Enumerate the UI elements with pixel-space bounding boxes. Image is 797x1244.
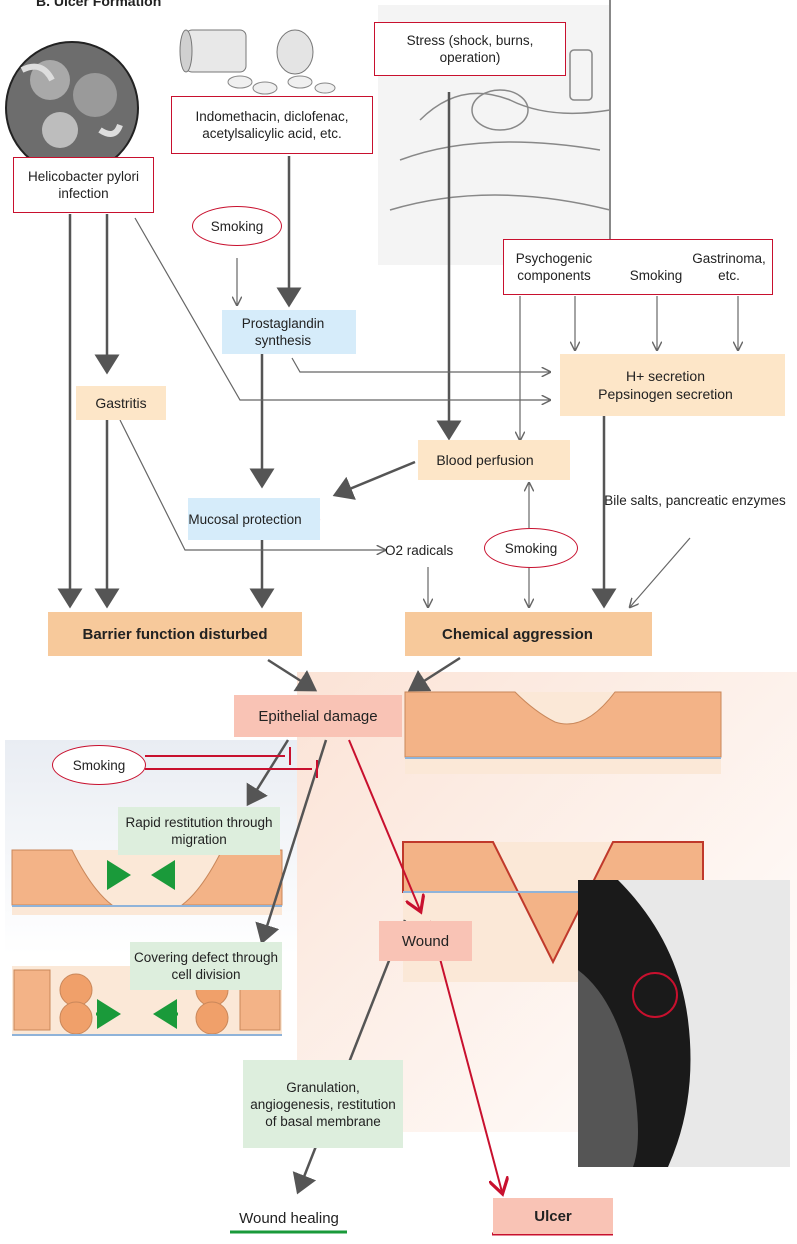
secretion-box: H+ secretion Pepsinogen secretion [560,354,785,416]
triggers-box [503,239,773,295]
smoking-oval-1: Smoking [192,206,282,246]
stress-box: Stress (shock, burns, operation) [374,22,566,76]
xray-image [578,880,790,1167]
prostaglandin-box: Prostaglandin synthesis [222,310,356,354]
blood-perfusion-box: Blood perfusion [418,440,570,480]
smoking-label-2: Smoking [629,268,683,283]
bile-label: Bile salts, pancreatic enzymes [604,493,786,508]
figure-title: B. Ulcer Formation [36,0,162,9]
o2-radicals-label: O2 radicals [385,543,454,558]
bacteria-micrograph [5,41,139,175]
helicobacter-box: Helicobacter pylori infection [13,157,154,213]
barrier-box: Barrier function disturbed [48,612,302,656]
nsaids-box: Indomethacin, diclofenac, acetylsalicyli… [171,96,373,154]
wound-healing-label: Wound healing [239,1210,339,1227]
granulation-box: Granulation, angiogenesis, restitution o… [243,1060,403,1148]
smoking-oval-3: Smoking [484,528,578,568]
pepsinogen-label: Pepsinogen secretion [598,386,733,402]
covering-defect-box: Covering defect through cell division [130,942,282,990]
restitution-box: Rapid restitution through migration [118,807,280,855]
psychogenic-label: Psychogenic components [515,251,593,283]
epithelial-damage-box: Epithelial damage [234,695,402,737]
gastritis-box: Gastritis [76,386,166,420]
gastrinoma-label: Gastrinoma, etc. [692,251,766,283]
pill-bottle [179,29,336,95]
h-secretion-label: H+ secretion [626,368,705,384]
mucosal-protection-box: Mucosal protection [188,498,320,540]
ulcer-box: Ulcer [493,1198,613,1234]
chemical-aggression-box: Chemical aggression [405,612,652,656]
wound-box: Wound [379,921,472,961]
tissue-erosion [404,691,722,774]
smoking-oval-4: Smoking [52,745,146,785]
tissue-migration [11,849,283,915]
